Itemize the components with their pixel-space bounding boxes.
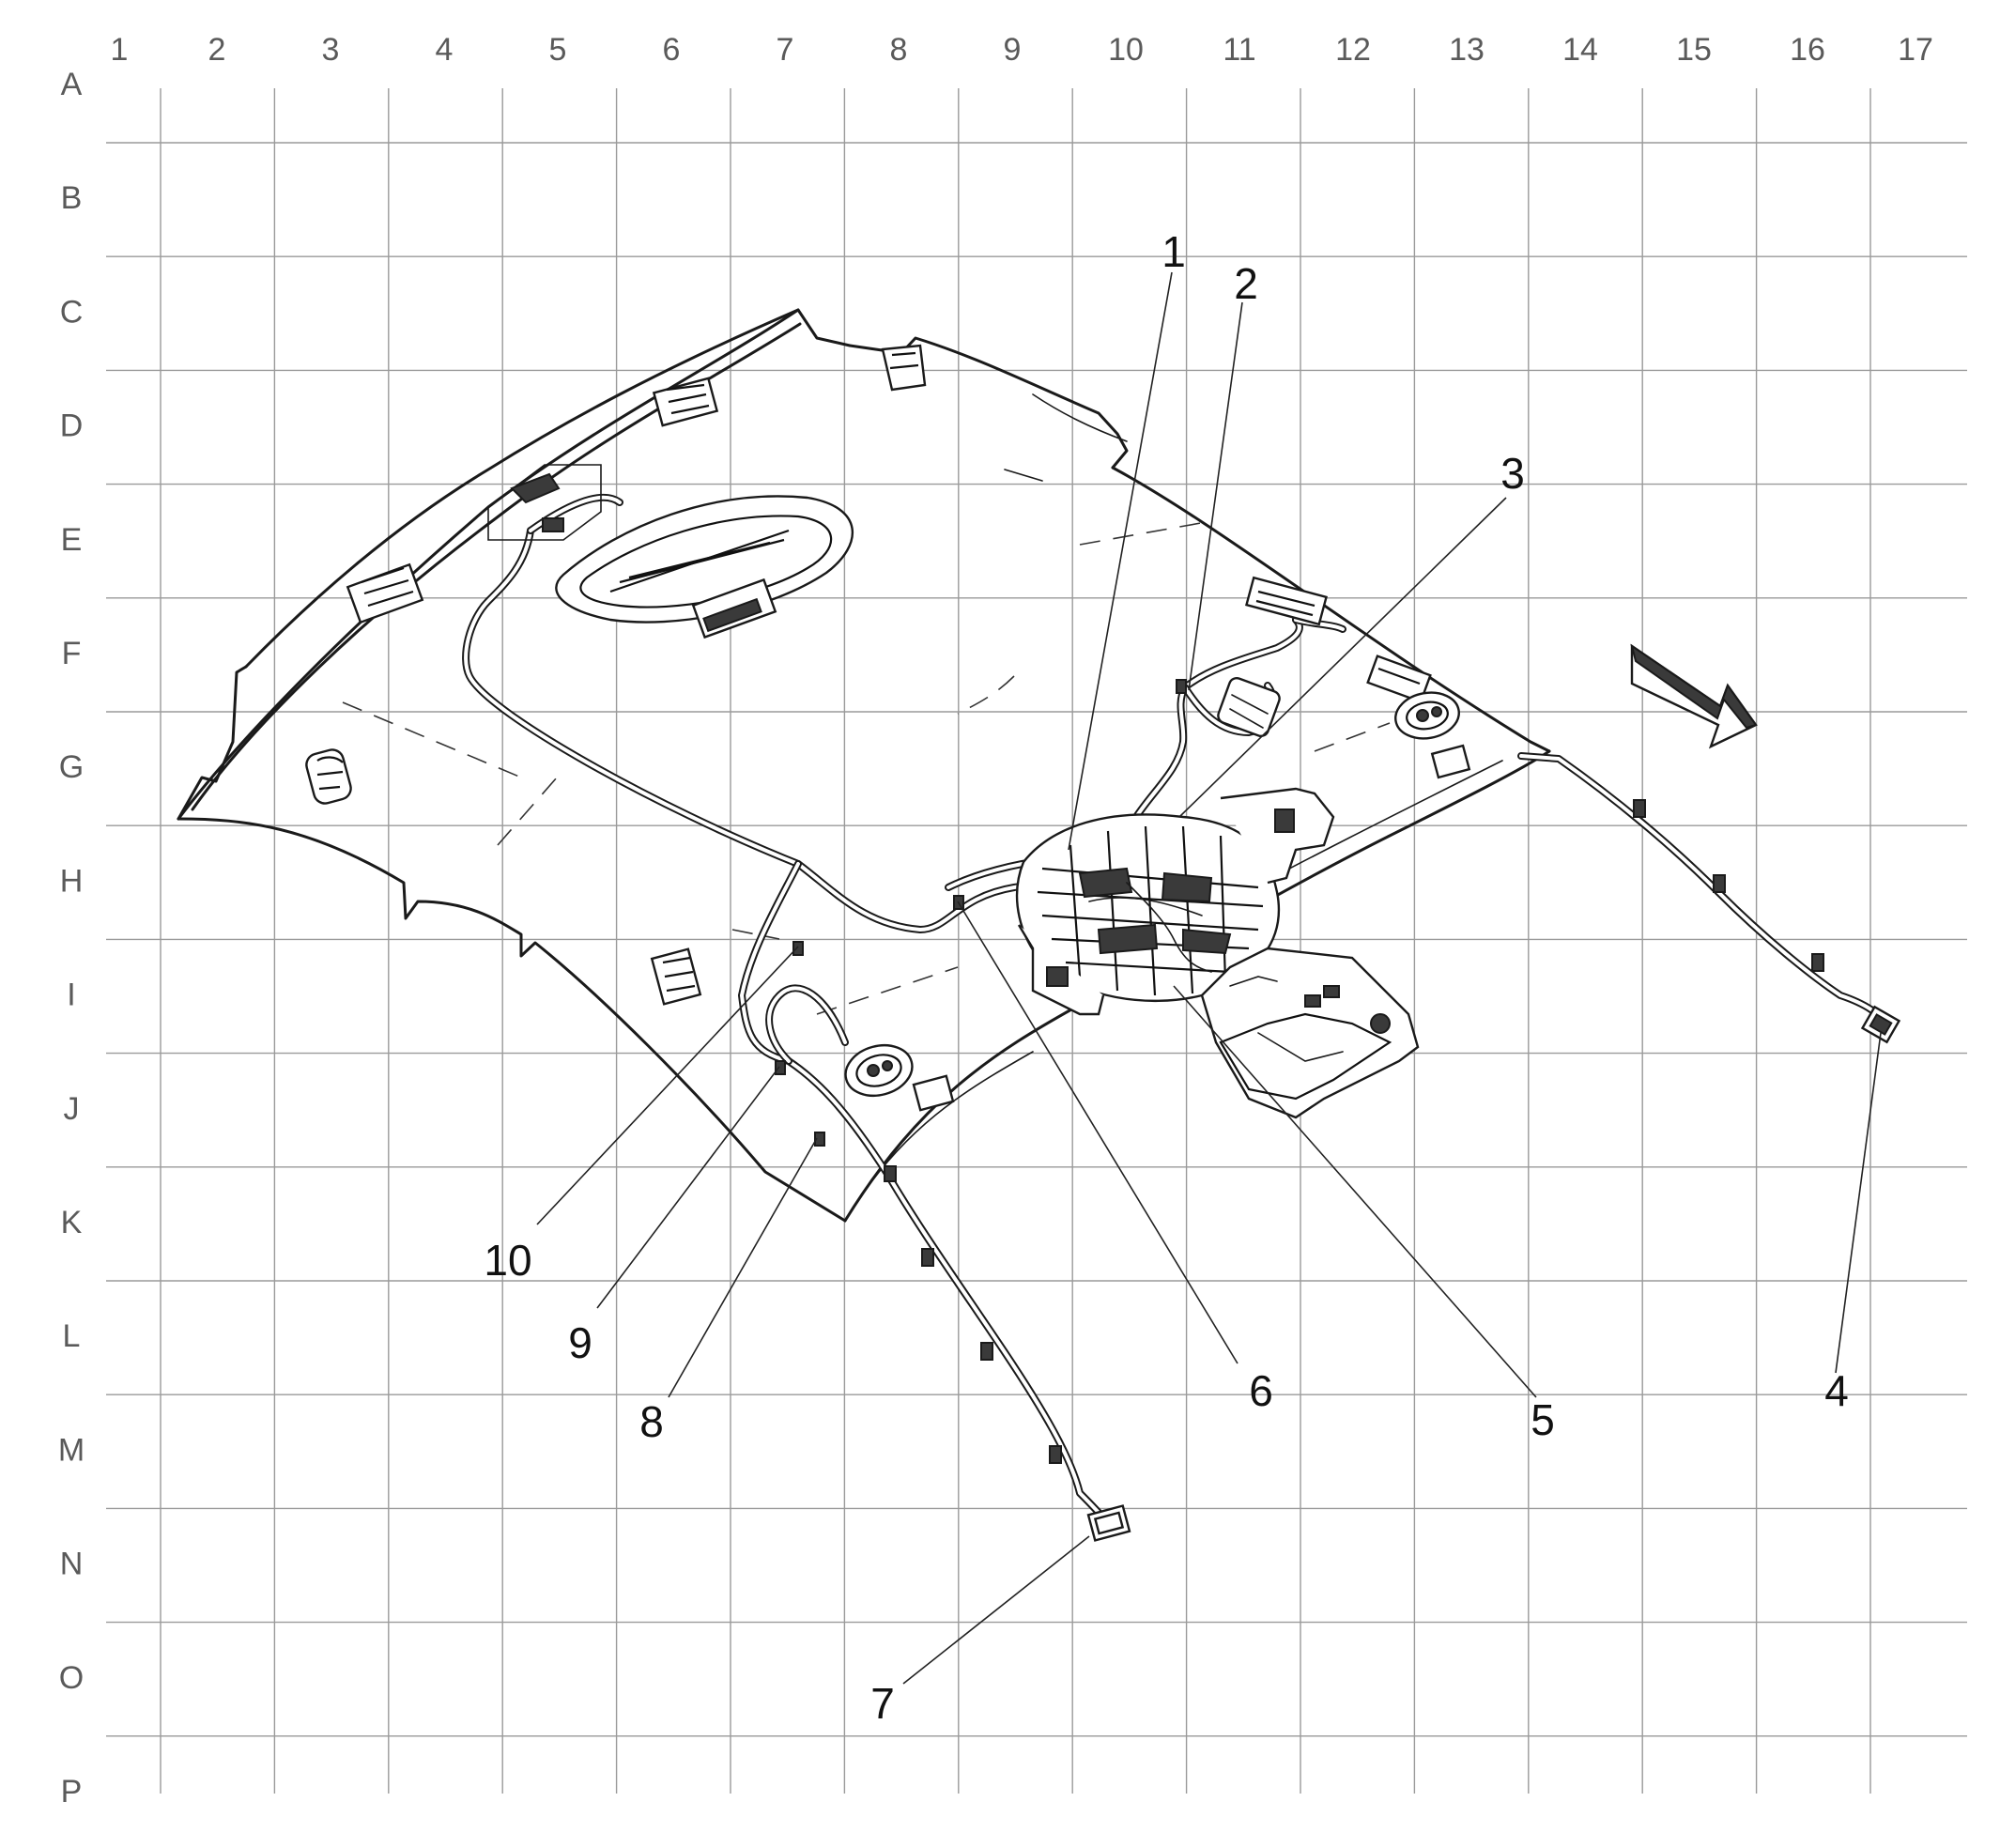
callout-7: 7 (870, 1679, 895, 1728)
callout-3: 3 (1500, 449, 1525, 498)
row-label: D (60, 408, 84, 444)
callout-9: 9 (568, 1318, 592, 1367)
column-label: 3 (322, 32, 340, 68)
callout-8: 8 (639, 1397, 664, 1446)
grab-handle-mounts (305, 344, 1432, 1006)
callout-5: 5 (1531, 1395, 1555, 1444)
column-label: 6 (663, 32, 681, 68)
row-label: K (61, 1205, 83, 1240)
column-label: 9 (1004, 32, 1022, 68)
row-label: P (61, 1774, 83, 1810)
column-label: 11 (1223, 32, 1255, 68)
dome-lamps (844, 676, 1471, 1112)
row-label: J (64, 1091, 80, 1127)
row-label: A (61, 67, 83, 102)
column-label: 10 (1108, 32, 1144, 68)
row-label: F (62, 636, 82, 671)
leader-lines (536, 271, 1882, 1685)
reference-grid (106, 88, 1967, 1794)
row-label: L (63, 1318, 81, 1354)
column-label: 15 (1676, 32, 1712, 68)
row-label: G (59, 749, 84, 785)
column-label: 4 (436, 32, 454, 68)
column-label: 5 (549, 32, 567, 68)
row-label: B (61, 180, 83, 216)
column-label: 12 (1335, 32, 1371, 68)
end-connector-front (1086, 1504, 1131, 1542)
column-label: 2 (208, 32, 226, 68)
row-label: O (59, 1660, 84, 1696)
column-label: 8 (890, 32, 908, 68)
row-label: H (60, 863, 84, 899)
callout-2: 2 (1234, 259, 1258, 308)
overhead-control-module (1015, 787, 1420, 1119)
column-label: 7 (777, 32, 794, 68)
callout-6: 6 (1249, 1366, 1273, 1415)
row-labels: A B C D E F G H I J K L M N O P (58, 67, 85, 1810)
callout-4: 4 (1824, 1366, 1849, 1415)
row-label: C (60, 294, 84, 330)
row-label: N (60, 1547, 84, 1582)
column-label: 13 (1449, 32, 1485, 68)
column-label: 14 (1562, 32, 1598, 68)
overhead-console-rear (487, 464, 854, 639)
direction-arrow-icon (1630, 643, 1758, 749)
column-label: 17 (1898, 32, 1933, 68)
callout-labels: 1 2 3 4 5 6 7 8 9 10 (484, 227, 1848, 1728)
harness-clips (775, 679, 1824, 1464)
column-label: 16 (1790, 32, 1825, 68)
end-connector-rear (1860, 1005, 1901, 1044)
callout-10: 10 (484, 1236, 531, 1285)
row-label: M (58, 1432, 85, 1468)
row-label: I (67, 978, 75, 1013)
row-label: E (61, 522, 83, 558)
callout-1: 1 (1162, 227, 1186, 276)
wiring-harness (462, 493, 1891, 1525)
column-label: 1 (111, 32, 129, 68)
